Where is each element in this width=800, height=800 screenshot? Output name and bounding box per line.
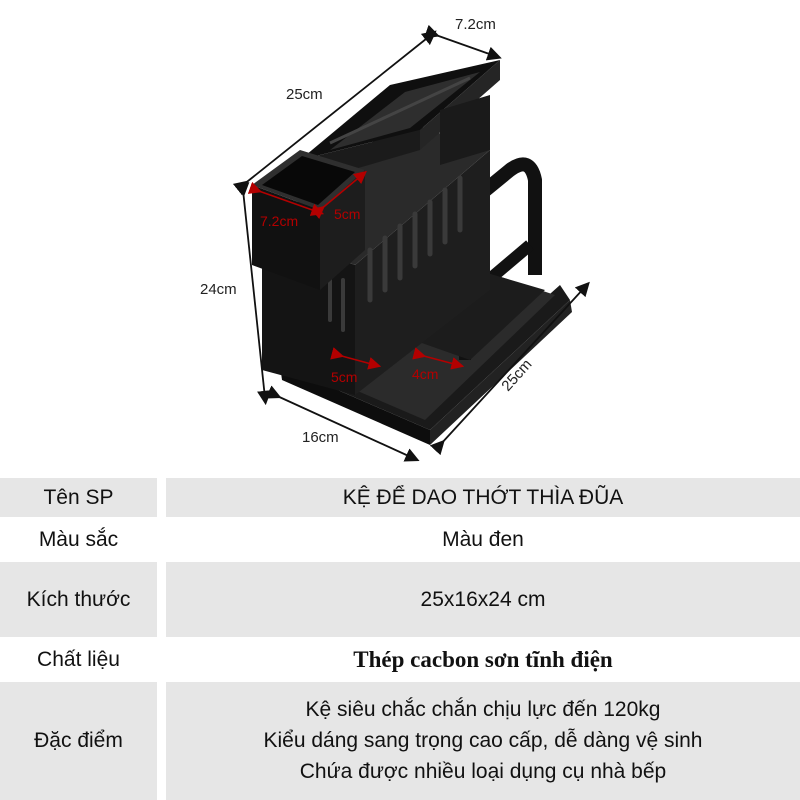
spec-value-color: Màu đen xyxy=(442,528,524,551)
rack-drawing xyxy=(252,60,572,445)
dim-cup-width: 7.2cm xyxy=(260,213,298,229)
spec-row-size: Kích thước 25x16x24 cm xyxy=(0,562,800,637)
dim-slot-right: 4cm xyxy=(412,366,438,382)
dim-top-depth: 7.2cm xyxy=(455,16,496,33)
spec-value-name: KỆ ĐỂ DAO THỚT THÌA ĐŨA xyxy=(166,478,800,517)
spec-label-name: Tên SP xyxy=(0,478,157,517)
spec-row-features: Đặc điểm Kệ siêu chắc chắn chịu lực đến … xyxy=(0,682,800,800)
dim-base-width: 16cm xyxy=(302,429,339,446)
dim-cup-depth: 5cm xyxy=(334,206,360,222)
spec-label-size: Kích thước xyxy=(0,562,157,637)
feature-line: Chứa được nhiều loại dụng cụ nhà bếp xyxy=(299,760,667,783)
spec-label-features: Đặc điểm xyxy=(0,682,157,800)
spec-label-color: Màu sắc xyxy=(38,528,119,551)
spec-label-material: Chất liệu xyxy=(37,648,120,671)
dim-height: 24cm xyxy=(200,281,237,298)
product-illustration: 7.2cm 25cm 7.2cm 5cm 24cm 5cm 4cm 25cm 1… xyxy=(200,16,590,462)
spec-row-color: Màu sắc Màu đen xyxy=(0,519,800,561)
feature-line: Kiểu dáng sang trọng cao cấp, dễ dàng vệ… xyxy=(263,729,703,752)
feature-line: Kệ siêu chắc chắn chịu lực đến 120kg xyxy=(305,698,661,721)
spec-table: Tên SP KỆ ĐỂ DAO THỚT THÌA ĐŨA Màu sắc M… xyxy=(0,478,800,800)
spec-value-material: Thép cacbon sơn tĩnh điện xyxy=(353,647,613,672)
spec-row-material: Chất liệu Thép cacbon sơn tĩnh điện xyxy=(0,639,800,681)
spec-value-features: Kệ siêu chắc chắn chịu lực đến 120kg Kiể… xyxy=(166,682,800,800)
dim-slot-left: 5cm xyxy=(331,369,357,385)
dim-top-length: 25cm xyxy=(286,86,323,103)
spec-value-size: 25x16x24 cm xyxy=(166,562,800,637)
spec-row-name: Tên SP KỆ ĐỂ DAO THỚT THÌA ĐŨA xyxy=(0,478,800,517)
dimension-lines xyxy=(232,24,590,462)
